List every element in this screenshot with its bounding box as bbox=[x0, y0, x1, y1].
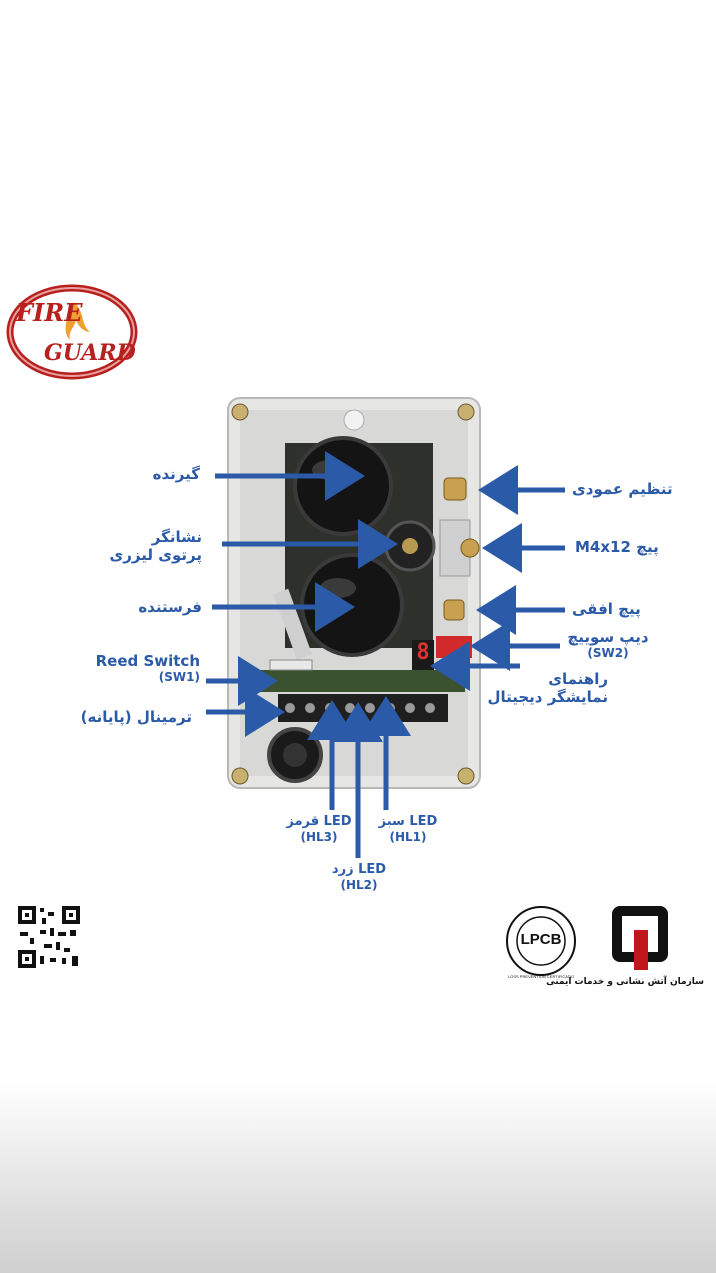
label-laser-pointer: نشانگر پرتوی لیزری bbox=[110, 528, 202, 564]
label-dip-switch-text: دیپ سوییچ bbox=[567, 628, 649, 646]
label-dip-switch: دیپ سوییچ (SW2) bbox=[564, 628, 652, 660]
m4-screw bbox=[460, 538, 480, 558]
label-reed-switch: Reed Switch (SW1) bbox=[96, 652, 200, 684]
fire-guard-logo: FIRE GUARD bbox=[4, 280, 139, 385]
corner-screw bbox=[457, 767, 475, 785]
digital-display bbox=[412, 640, 434, 670]
reed-switch bbox=[269, 659, 313, 671]
label-led-green-text: LED سبز bbox=[378, 814, 438, 829]
label-laser-line2: پرتوی لیزری bbox=[109, 546, 202, 564]
label-led-red-id: (HL3) bbox=[300, 829, 338, 844]
label-led-yellow: LED زرد (HL2) bbox=[320, 862, 398, 892]
logo-swoosh bbox=[6, 284, 138, 380]
lpcb-ring-text: LOSS PREVENTION CERTIFICATION BOARD bbox=[508, 974, 574, 979]
logo-text-guard: GUARD bbox=[44, 340, 136, 366]
horizontal-screw bbox=[443, 599, 465, 621]
receiver-lens bbox=[293, 436, 393, 536]
label-led-green-id: (HL1) bbox=[389, 829, 427, 844]
label-led-green: LED سبز (HL1) bbox=[370, 814, 446, 844]
corner-screw bbox=[231, 767, 249, 785]
label-receiver: گیرنده bbox=[152, 465, 200, 483]
org-name: سازمان آتش نشانی و خدمات ایمنی bbox=[546, 977, 704, 987]
label-dip-switch-id: (SW2) bbox=[587, 646, 629, 660]
terminal-block bbox=[278, 694, 448, 722]
label-digital-guide-line1: راهنمای bbox=[548, 670, 608, 688]
label-led-red: LED قرمز (HL3) bbox=[278, 814, 360, 844]
pcb bbox=[255, 670, 465, 692]
fire-org-emblem bbox=[612, 906, 668, 970]
label-transmitter: فرستنده bbox=[138, 598, 202, 616]
label-digital-guide-line2: نمایشگر دیجیتال bbox=[487, 688, 608, 706]
label-vertical-adjust: تنظیم عمودی bbox=[572, 480, 673, 498]
lpcb-seal bbox=[506, 906, 576, 976]
label-led-yellow-text: LED زرد bbox=[331, 862, 387, 877]
corner-screw bbox=[231, 403, 249, 421]
top-hole bbox=[343, 409, 365, 431]
qr-code bbox=[18, 906, 80, 968]
corner-screw bbox=[457, 403, 475, 421]
label-led-red-text: LED قرمز bbox=[286, 814, 352, 829]
logo-text-fire: FIRE bbox=[16, 298, 83, 327]
label-reed-switch-id: (SW1) bbox=[158, 670, 200, 684]
label-reed-switch-text: Reed Switch bbox=[95, 652, 200, 670]
label-m4-screw: پیچ M4x12 bbox=[575, 538, 659, 556]
label-digital-guide: راهنمای نمایشگر دیجیتال bbox=[486, 670, 608, 706]
display-digit: 8 bbox=[416, 640, 430, 665]
label-led-yellow-id: (HL2) bbox=[340, 877, 378, 892]
vertical-adjust-screw bbox=[443, 477, 467, 501]
label-terminal: ترمینال (پایانه) bbox=[80, 708, 192, 726]
dip-switch bbox=[436, 636, 472, 658]
lpcb-text: LPCB bbox=[520, 931, 562, 948]
label-laser-line1: نشانگر bbox=[151, 528, 202, 546]
label-horizontal-screw: پیچ افقی bbox=[572, 600, 641, 618]
